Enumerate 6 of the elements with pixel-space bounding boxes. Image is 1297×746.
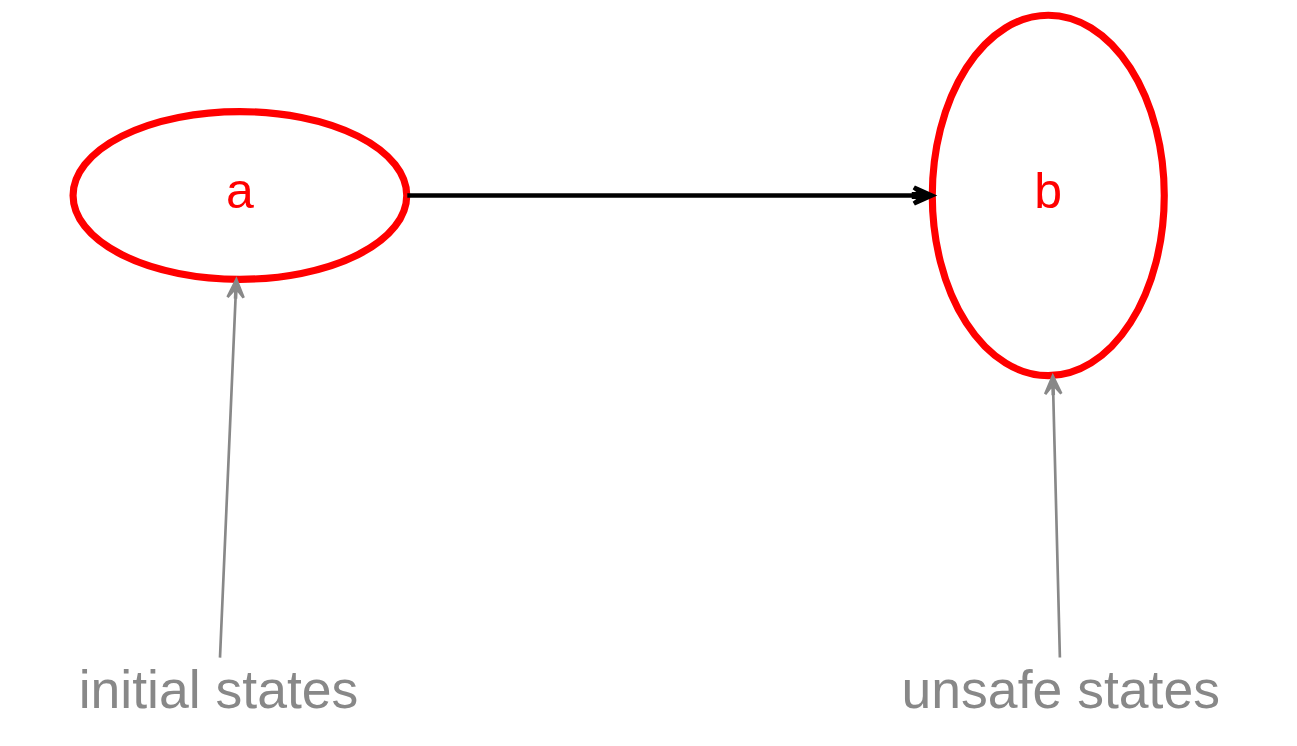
arrow — [1043, 374, 1063, 658]
node-text: initial states — [78, 659, 358, 719]
node-ellipse: b — [928, 11, 1168, 380]
node-text: unsafe states — [901, 659, 1220, 719]
node-ellipse: a — [69, 108, 410, 283]
arrow — [218, 278, 245, 658]
